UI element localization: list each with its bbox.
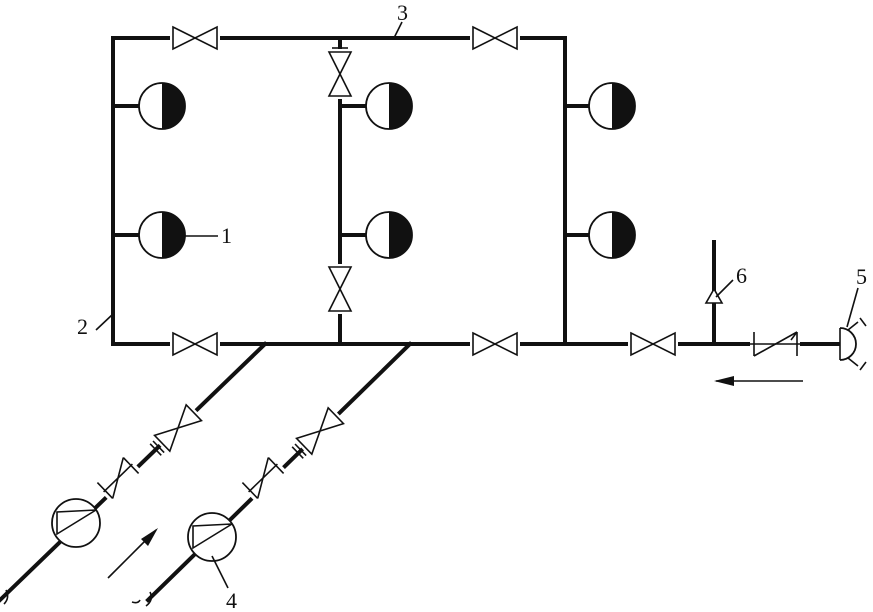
valve-icon [327, 263, 353, 315]
inlet-check-valve [750, 331, 800, 357]
label-main-loop: 3 [397, 0, 408, 25]
label-sprinkler: 1 [221, 223, 232, 248]
sprinkler-head [563, 211, 636, 259]
connector-icon [839, 327, 857, 361]
pump-line-right [131, 341, 413, 607]
sprinkler-heads [111, 82, 636, 259]
valve-icon [169, 331, 221, 357]
sprinkler-head [111, 82, 186, 130]
fire-connector [839, 317, 867, 371]
valve-icon [327, 48, 353, 100]
leader-lines [95, 21, 859, 589]
pump-line-left [0, 341, 268, 605]
valve-icon [469, 331, 521, 357]
pump-icon [51, 498, 101, 548]
relief-valve [704, 287, 724, 304]
label-connector: 5 [856, 264, 867, 289]
label-relief: 6 [736, 263, 747, 288]
arrow-icon [714, 376, 734, 386]
main-pipe-network [111, 36, 840, 346]
arrow-icon [141, 528, 158, 546]
sprinkler-head [111, 211, 186, 259]
valve-icon [469, 25, 521, 51]
label-pump: 4 [226, 588, 237, 612]
relief-valve-icon [704, 287, 724, 304]
gate-valves [169, 25, 679, 357]
valve-icon [169, 25, 221, 51]
label-riser: 2 [77, 314, 88, 339]
sprinkler-head [563, 82, 636, 130]
suction-flow-arrow [107, 528, 158, 579]
sprinkler-head [338, 82, 413, 130]
inlet-flow-arrow [714, 376, 803, 386]
pump-icon [187, 512, 237, 562]
sprinkler-head [338, 211, 413, 259]
valve-icon [627, 331, 679, 357]
